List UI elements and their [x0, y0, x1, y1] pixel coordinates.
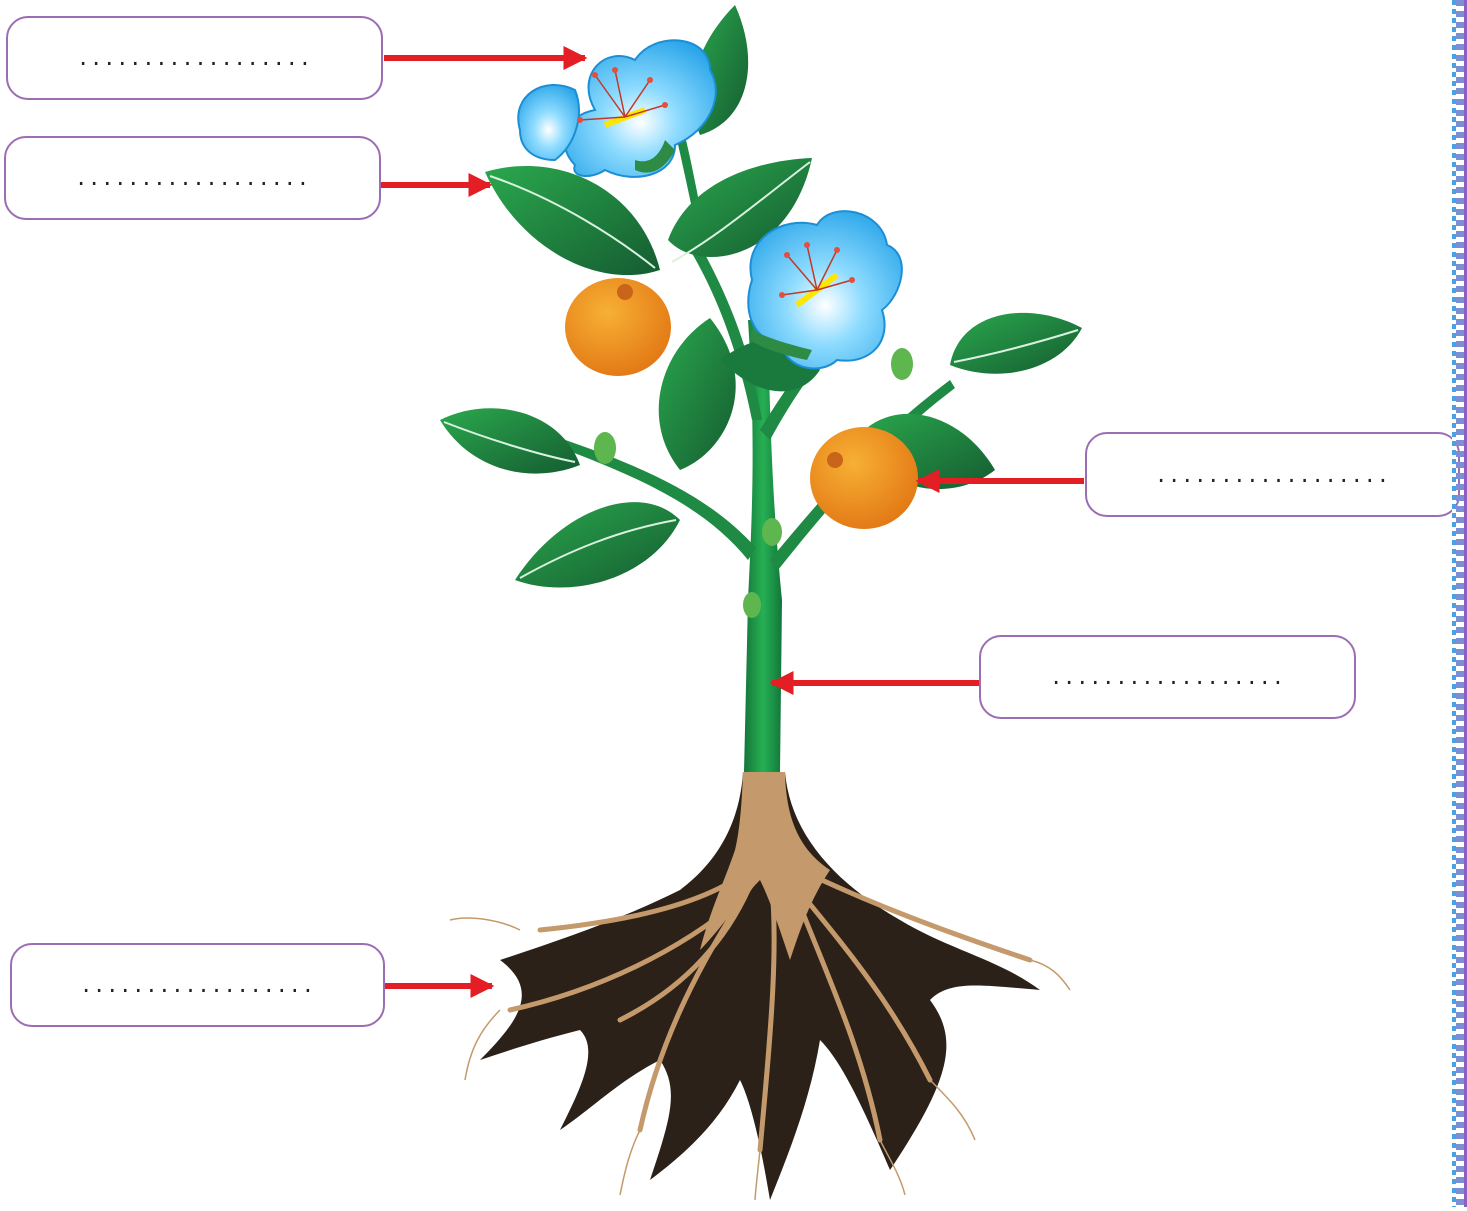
roots	[450, 772, 1070, 1200]
leaf-label-text: ..................	[75, 168, 310, 188]
fruit-label-text: ..................	[1155, 465, 1390, 485]
fruit-label-box[interactable]: ..................	[1085, 432, 1460, 517]
stem-label-text: ..................	[1050, 667, 1285, 687]
page-margin-border	[1452, 0, 1467, 1207]
flower-label-box[interactable]: ..................	[6, 16, 383, 100]
flower-label-text: ..................	[77, 48, 312, 68]
leaf-label-box[interactable]: ..................	[4, 136, 381, 220]
root-label-text: ..................	[80, 975, 315, 995]
stem-label-box[interactable]: ..................	[979, 635, 1356, 719]
root-label-box[interactable]: ..................	[10, 943, 385, 1027]
